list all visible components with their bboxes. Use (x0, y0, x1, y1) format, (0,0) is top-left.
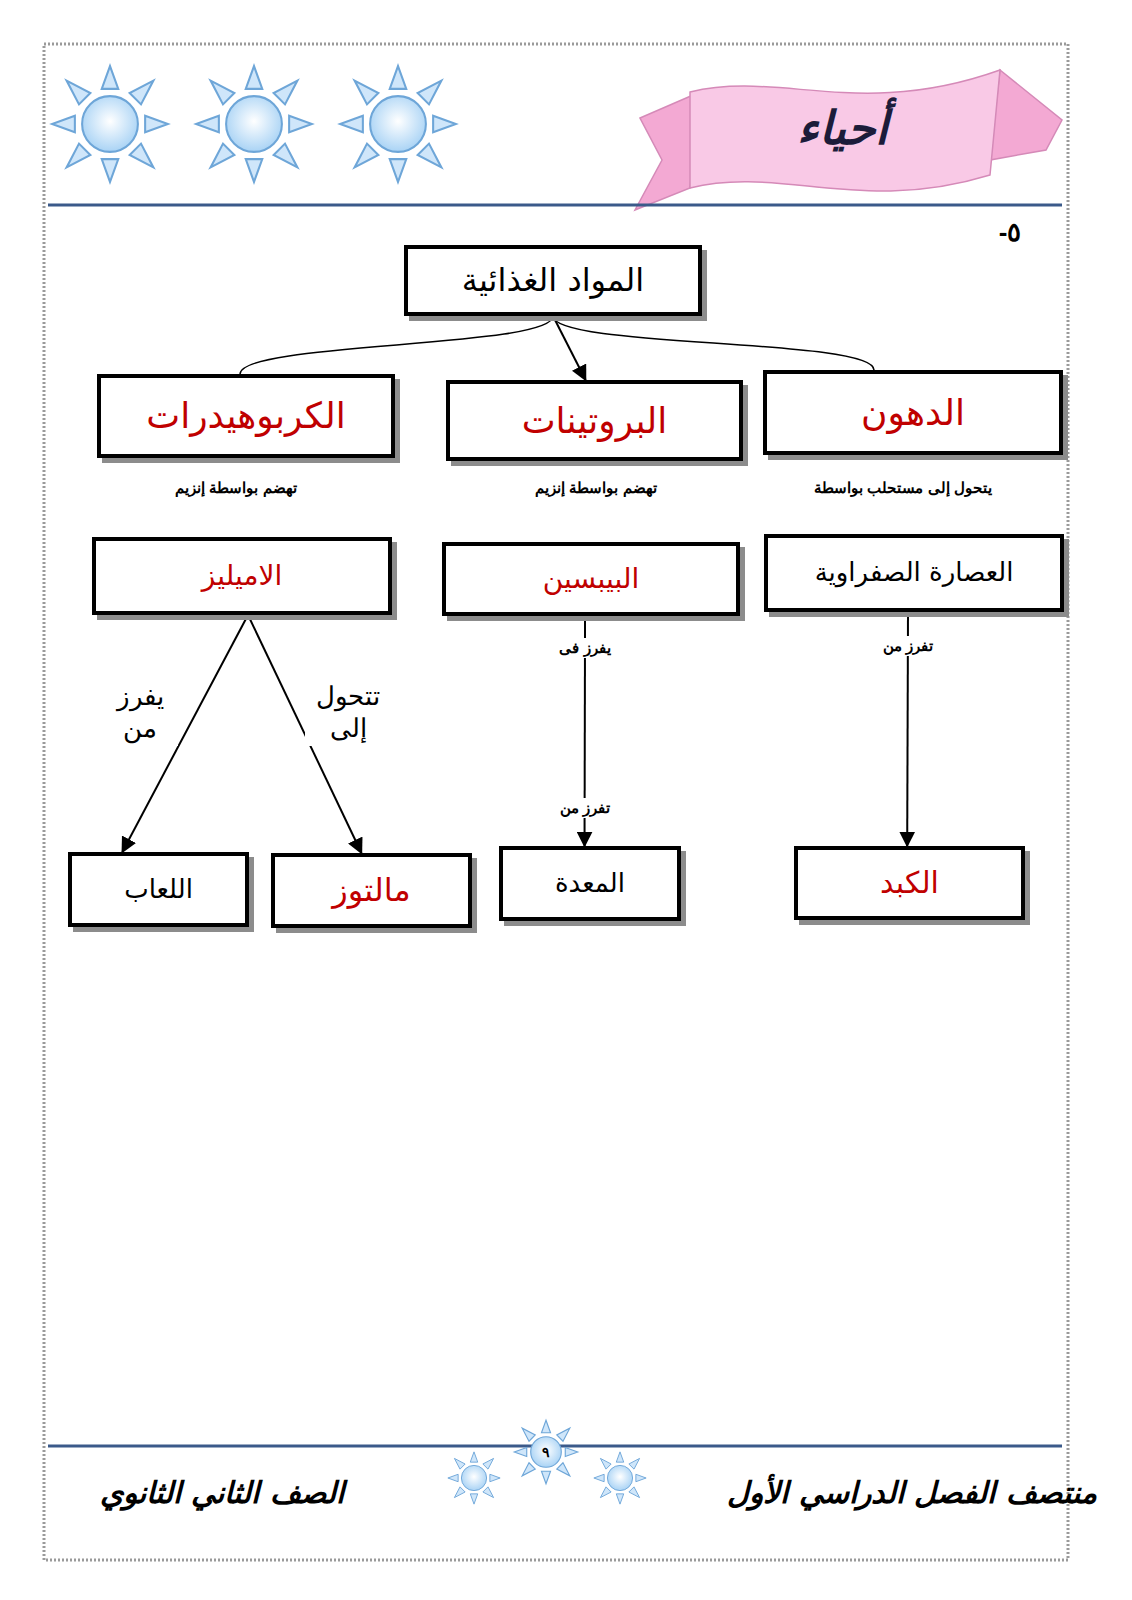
category-box: الدهون (763, 370, 1063, 455)
box-label: المعدة (545, 868, 635, 899)
box-label: الكربوهيدرات (136, 394, 355, 437)
box-label: الدهون (851, 391, 975, 434)
enzyme-box: الاميليز (92, 537, 392, 615)
connector-line (553, 316, 874, 370)
question-number: ٥- (999, 217, 1022, 248)
enzyme-box: البيبسين (442, 542, 740, 616)
category-box: الكربوهيدرات (97, 374, 395, 458)
connector-label: تفرز من (880, 636, 936, 656)
note-text: تفرز من (556, 798, 614, 818)
page-number: ٩ (542, 1444, 550, 1460)
box-label: البروتينات (512, 399, 678, 442)
connector-label: تتحول إلى (305, 679, 391, 746)
organ-box: المعدة (499, 846, 681, 921)
gland-box: اللعاب (68, 852, 249, 927)
box-label: العصارة الصفراوية (805, 557, 1024, 588)
note-text: يتحول إلى مستحلب بواسطة (814, 479, 992, 497)
box-label: الاميليز (192, 559, 292, 593)
product-box: مالتوز (271, 853, 472, 928)
root-box: المواد الغذائية (404, 245, 702, 316)
note-text: تهضم بواسطة إنزيم (175, 479, 296, 497)
connector-line (240, 316, 553, 374)
box-label: البيبسين (533, 562, 649, 596)
connector-line (553, 316, 586, 380)
box-label: اللعاب (114, 874, 203, 905)
subject-title: أحياء (797, 101, 888, 155)
note-text: تهضم بواسطة إنزيم (535, 479, 656, 497)
connector-label: يفرز فى (556, 638, 613, 658)
box-label: مالتوز (322, 871, 420, 909)
footer-text: منتصف الفصل الدراسي الأول (727, 1475, 1096, 1510)
box-label: المواد الغذائية (452, 261, 654, 299)
agent-box: العصارة الصفراوية (764, 534, 1064, 612)
connector-label: يفرز من (102, 679, 178, 746)
box-label: الكبد (870, 865, 949, 901)
organ-box: الكبد (794, 846, 1025, 920)
category-box: البروتينات (446, 380, 743, 461)
footer-text: الصف الثاني الثانوي (100, 1475, 344, 1510)
